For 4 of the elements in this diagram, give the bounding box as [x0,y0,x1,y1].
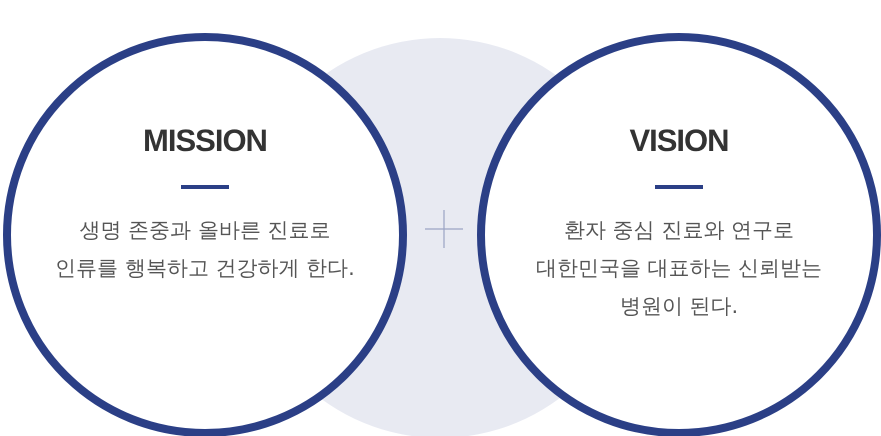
heading: MISSION [143,123,267,159]
statement-text: 생명 존중과 올바른 진료로 인류를 행복하고 건강하게 한다. [55,217,355,282]
statement-text: 환자 중심 진료와 연구로 대한민국을 대표하는 신뢰받는 병원이 된다. [534,217,824,320]
heading: VISION [629,123,729,159]
